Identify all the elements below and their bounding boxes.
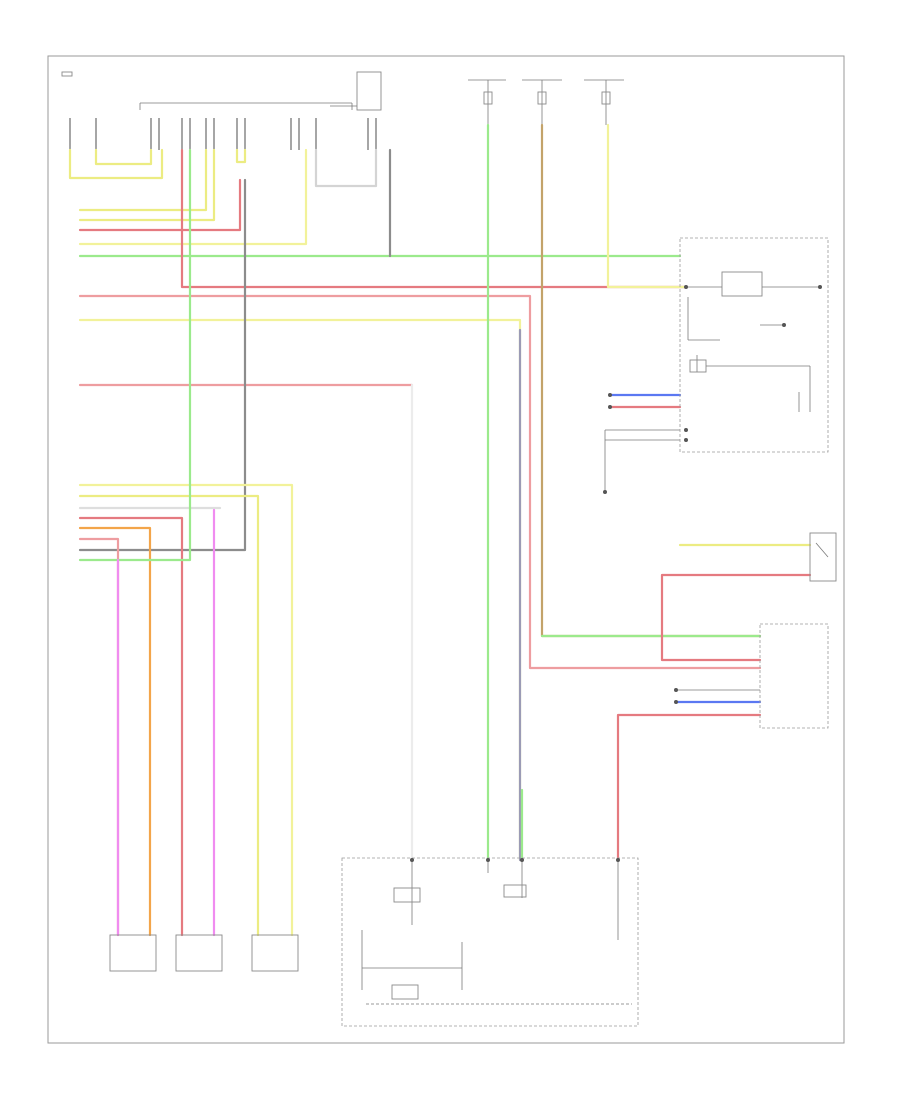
bottom-center-unit [341, 857, 639, 1027]
wire-yellow-5 [78, 483, 294, 937]
wire-red-2 [180, 148, 688, 289]
wire-yellow-6 [78, 494, 260, 937]
component-box-3 [251, 934, 299, 972]
wire-gray-main [78, 178, 247, 552]
connector-dot-icon [616, 858, 620, 862]
connector-dot-icon [410, 858, 414, 862]
fuse-block [468, 79, 624, 125]
module-pins [69, 118, 377, 150]
wire-red-5 [78, 516, 184, 937]
connector-dot-icon [486, 858, 490, 862]
connector-dot-icon [674, 688, 678, 692]
top-left-module [61, 71, 382, 111]
right-lower-unit [759, 623, 829, 729]
connector-dot-icon [684, 438, 688, 442]
wire-yellow-right [606, 254, 688, 289]
wires [68, 123, 812, 937]
wire-tan-fuse [540, 123, 762, 638]
connector-dot-icon [608, 405, 612, 409]
connector-dot-icon [818, 285, 822, 289]
connector-dot-icon [608, 393, 612, 397]
wire-orange [78, 526, 152, 937]
right-switch [809, 532, 837, 582]
wire-yellow-4 [78, 318, 522, 862]
connector-dots [410, 285, 822, 862]
right-upper-unit [679, 237, 829, 453]
wire-gray-loop [314, 148, 378, 188]
connector-dot-icon [782, 323, 786, 327]
wire-yellow-loop-a [68, 148, 164, 180]
diagram-frame [47, 55, 845, 1044]
wire-red-down [616, 713, 762, 862]
component-box-1 [109, 934, 157, 972]
connector-dot-icon [603, 490, 607, 494]
wire-yellow-1 [78, 148, 208, 212]
connector-dot-icon [684, 285, 688, 289]
wire-salmon-6 [78, 537, 120, 937]
connector-dot-icon [674, 700, 678, 704]
connector-dot-icon [684, 428, 688, 432]
connector-dot-icon [520, 858, 524, 862]
wire-red-switch [660, 573, 812, 662]
wire-yellow-loop-c [235, 148, 247, 164]
wire-green-2 [78, 148, 192, 562]
wire-yellow-2 [78, 148, 216, 222]
component-box-2 [175, 934, 223, 972]
bottom-components [109, 934, 299, 972]
wire-red-1 [78, 178, 242, 232]
wire-yellow-3 [78, 148, 308, 246]
wire-red-3 [78, 294, 762, 670]
wire-yellow-loop-b [94, 148, 153, 166]
